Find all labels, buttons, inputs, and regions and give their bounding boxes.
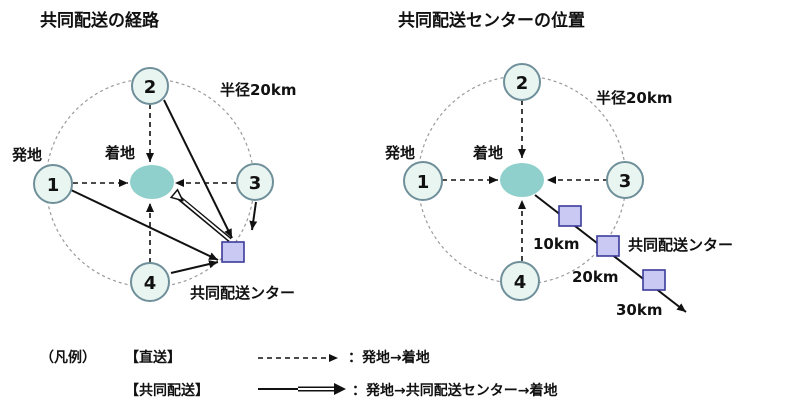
legend-direct-desc: ：発地→着地 xyxy=(348,349,430,366)
node-4-label: 4 xyxy=(514,272,527,293)
radius-label: 半径20km xyxy=(596,89,672,107)
legend-title: （凡例） xyxy=(40,349,96,366)
node-1: 1 xyxy=(403,161,443,201)
distance-label-10km: 10km xyxy=(533,235,579,253)
node-4: 4 xyxy=(500,261,540,301)
node-2: 2 xyxy=(131,67,169,105)
center-box-20km xyxy=(596,235,620,257)
node-1-label: 1 xyxy=(417,172,430,193)
distance-label-30km: 30km xyxy=(616,301,662,319)
node-3: 3 xyxy=(236,163,274,201)
destination-node xyxy=(500,163,544,197)
node-3-label: 3 xyxy=(619,171,632,192)
joint-arrow-1 xyxy=(70,189,219,261)
node-4: 4 xyxy=(130,262,170,302)
destination-label: 着地 xyxy=(104,144,135,162)
radius-label: 半径20km xyxy=(220,81,296,99)
legend-direct-label: 【直送】 xyxy=(125,349,181,366)
destination-node xyxy=(130,165,174,199)
center-label: 共同配送ンター xyxy=(190,284,295,302)
right-diagram: 共同配送センターの位置 半径20km 着地 2 1 発地 3 4 xyxy=(384,10,733,319)
legend-joint-label: 【共同配送】 xyxy=(125,382,209,399)
center-box-30km xyxy=(642,269,666,291)
node-3: 3 xyxy=(606,161,644,199)
destination-label: 着地 xyxy=(472,144,503,162)
node-2-label: 2 xyxy=(516,73,529,94)
center-label: 共同配送ンター xyxy=(628,236,733,254)
legend: （凡例） 【直送】 ：発地→着地 【共同配送】 ：発地→共同配送センター→着地 xyxy=(40,349,557,399)
node-2-label: 2 xyxy=(144,77,157,98)
distance-label-20km: 20km xyxy=(572,268,618,286)
left-title: 共同配送の経路 xyxy=(40,10,160,31)
node-4-label: 4 xyxy=(144,273,157,294)
joint-arrow-2 xyxy=(163,99,233,239)
legend-joint-desc: ：発地→共同配送センター→着地 xyxy=(352,382,557,399)
right-title: 共同配送センターの位置 xyxy=(398,10,585,31)
joint-to-destination-arrow xyxy=(182,200,231,241)
left-diagram: 共同配送の経路 半径20km 着地 2 1 発地 3 xyxy=(11,10,296,302)
origin-label: 発地 xyxy=(11,146,42,164)
joint-arrow-4 xyxy=(170,260,219,274)
origin-label: 発地 xyxy=(384,144,415,162)
node-3-label: 3 xyxy=(249,173,262,194)
joint-center-box xyxy=(221,241,245,263)
joint-arrow-3 xyxy=(249,201,258,231)
center-box-10km xyxy=(558,205,582,227)
legend-joint-arrowhead xyxy=(334,383,346,395)
node-1-label: 1 xyxy=(47,175,60,196)
node-1: 1 xyxy=(33,164,73,204)
node-2: 2 xyxy=(503,63,541,101)
